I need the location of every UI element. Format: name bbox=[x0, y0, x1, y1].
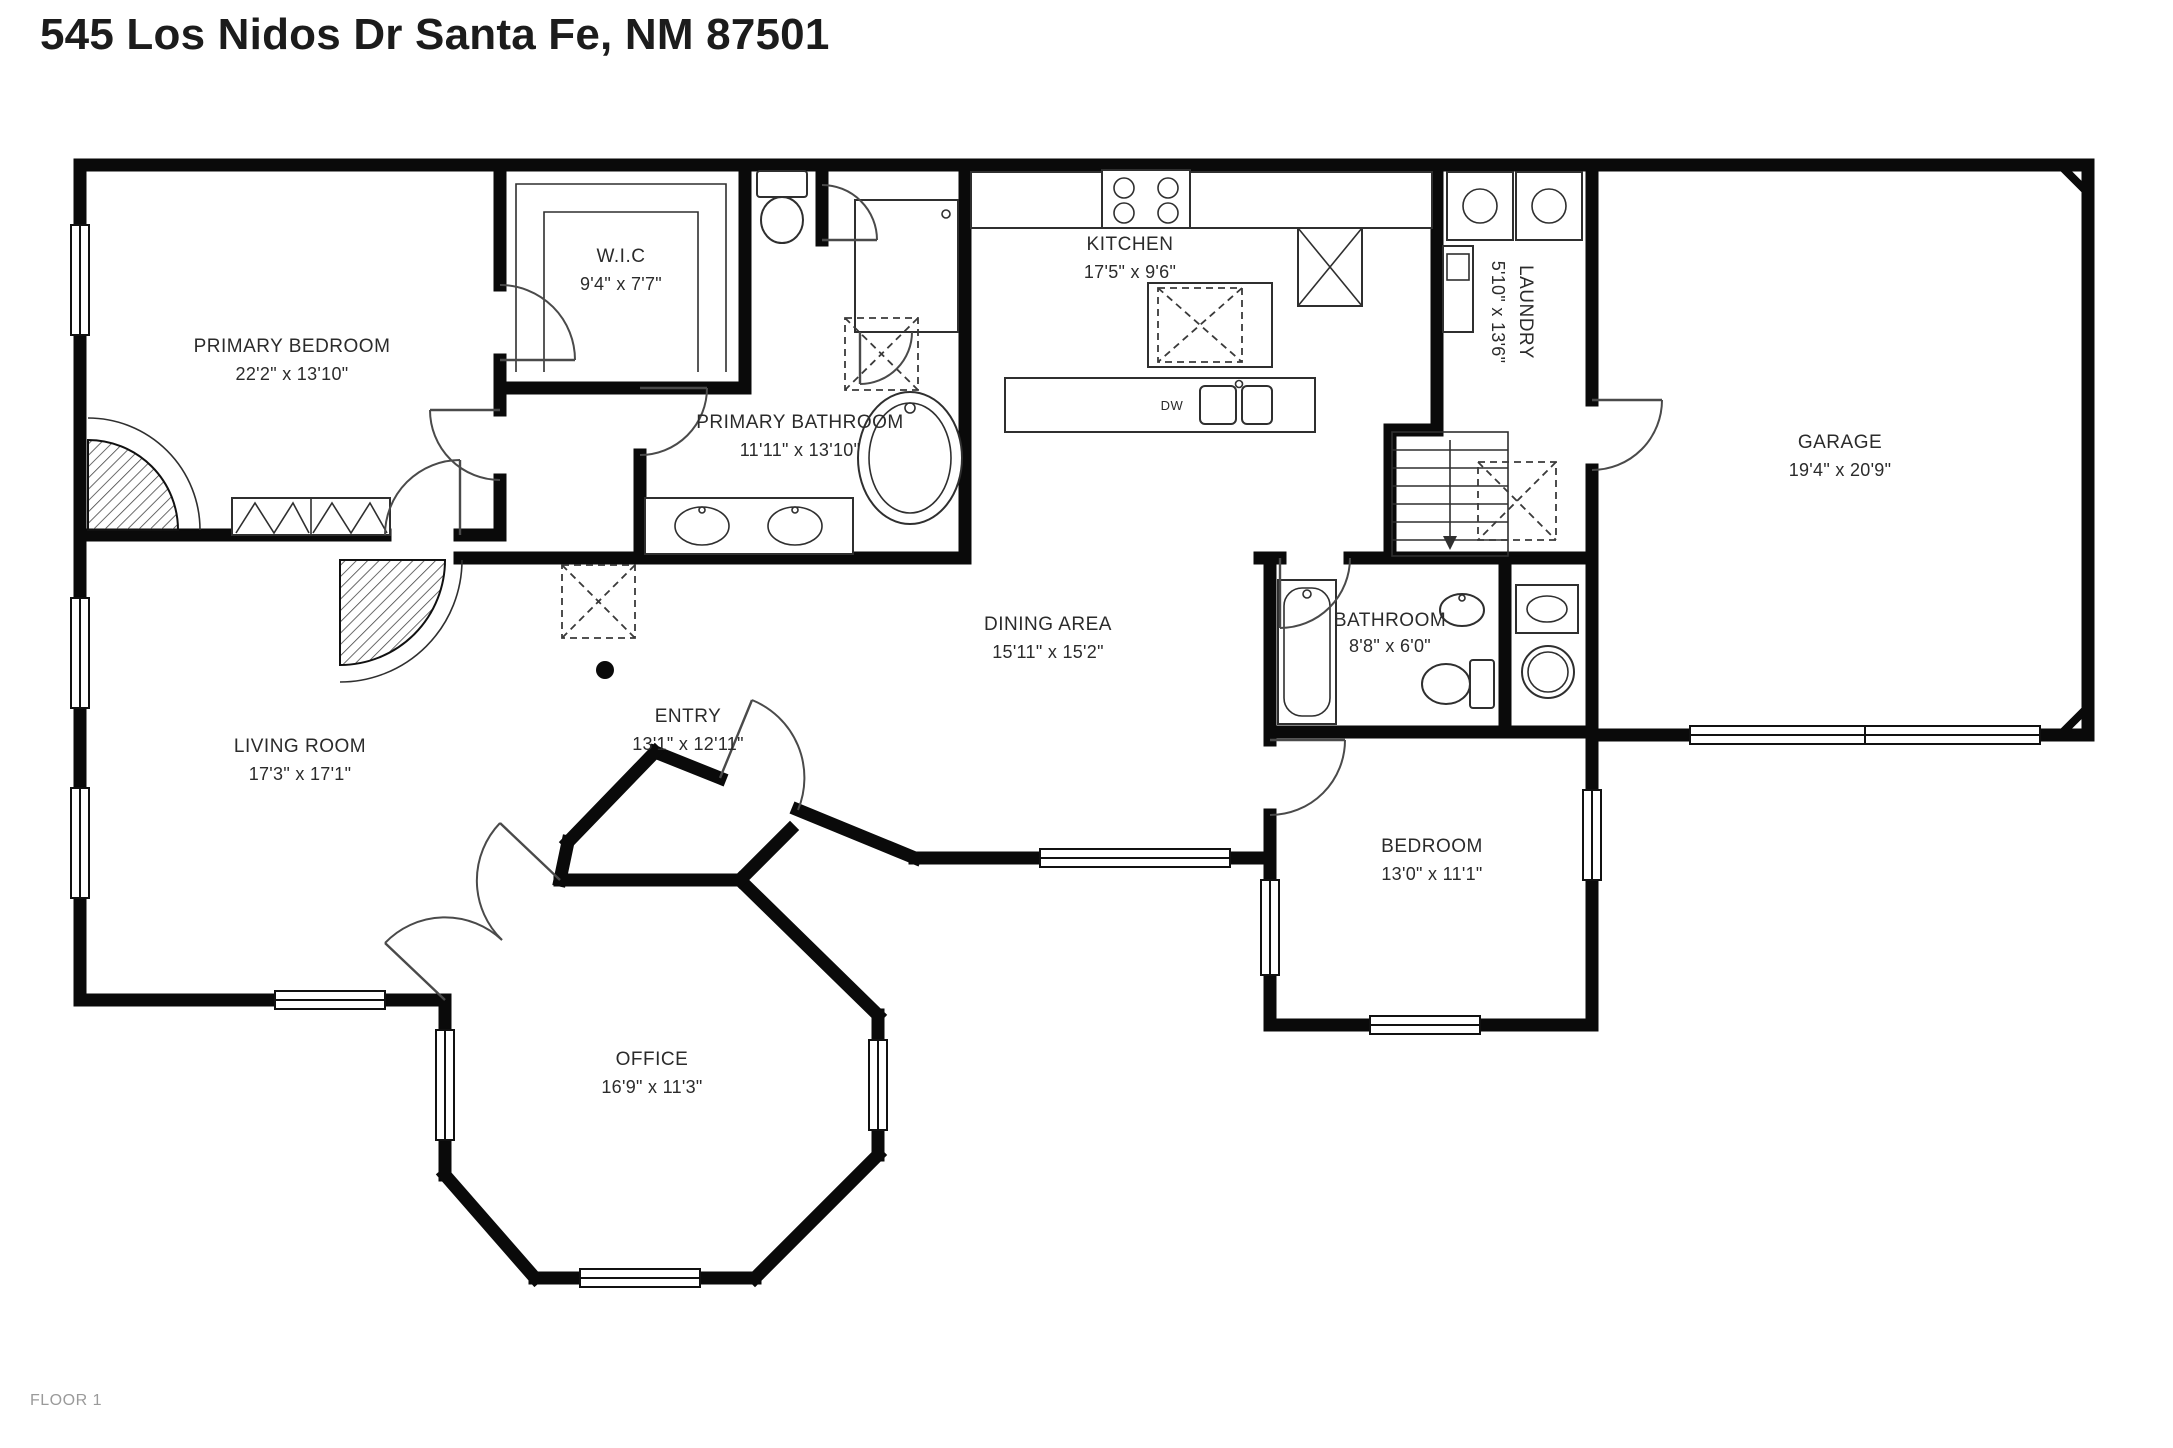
svg-text:OFFICE: OFFICE bbox=[616, 1049, 689, 1070]
door-arc bbox=[384, 916, 503, 1001]
svg-text:19'4" x 20'9": 19'4" x 20'9" bbox=[1789, 460, 1892, 480]
skylight bbox=[561, 564, 636, 639]
column-post bbox=[596, 661, 614, 679]
room-label-primary-bathroom: PRIMARY BATHROOM 11'11" x 13'10" bbox=[696, 412, 904, 460]
room-labels: PRIMARY BEDROOM 22'2" x 13'10" W.I.C 9'4… bbox=[194, 234, 1892, 1097]
svg-text:13'0" x 11'1": 13'0" x 11'1" bbox=[1381, 864, 1482, 884]
svg-text:BEDROOM: BEDROOM bbox=[1381, 836, 1483, 857]
room-label-bedroom: BEDROOM 13'0" x 11'1" bbox=[1381, 836, 1483, 884]
skylight bbox=[844, 317, 919, 391]
svg-text:LIVING ROOM: LIVING ROOM bbox=[234, 736, 366, 757]
stairs bbox=[1391, 431, 1509, 557]
svg-text:BATHROOM: BATHROOM bbox=[1334, 610, 1446, 631]
svg-text:16'9" x 11'3": 16'9" x 11'3" bbox=[601, 1077, 702, 1097]
room-label-entry: ENTRY 13'1" x 12'11" bbox=[632, 706, 744, 754]
door-arc bbox=[821, 184, 878, 242]
room-label-dining: DINING AREA 15'11" x 15'2" bbox=[984, 614, 1112, 662]
bathtub-primary bbox=[857, 391, 963, 525]
bathtub bbox=[1277, 579, 1337, 725]
skylight bbox=[1477, 461, 1557, 541]
window bbox=[1582, 789, 1602, 881]
toilet-primary bbox=[756, 170, 808, 244]
svg-text:17'5" x 9'6": 17'5" x 9'6" bbox=[1084, 262, 1176, 282]
room-label-primary-bedroom: PRIMARY BEDROOM 22'2" x 13'10" bbox=[194, 336, 391, 384]
svg-text:GARAGE: GARAGE bbox=[1798, 432, 1882, 453]
room-label-bathroom: BATHROOM 8'8" x 6'0" bbox=[1334, 610, 1446, 656]
window bbox=[70, 224, 90, 336]
shower bbox=[854, 199, 959, 333]
svg-text:5'10" x 13'6": 5'10" x 13'6" bbox=[1488, 261, 1508, 364]
room-label-garage: GARAGE 19'4" x 20'9" bbox=[1789, 432, 1892, 480]
svg-text:11'11" x 13'10": 11'11" x 13'10" bbox=[740, 440, 861, 460]
svg-text:15'11" x 15'2": 15'11" x 15'2" bbox=[992, 642, 1104, 662]
window bbox=[1369, 1015, 1481, 1035]
skylights bbox=[561, 287, 1557, 639]
vanity-double-sink bbox=[644, 497, 854, 555]
door-arc bbox=[718, 699, 806, 811]
svg-text:W.I.C: W.I.C bbox=[597, 246, 646, 267]
svg-text:DINING AREA: DINING AREA bbox=[984, 614, 1112, 635]
kitchen-sink bbox=[1199, 379, 1273, 425]
kitchen-counter bbox=[970, 171, 1433, 229]
svg-text:9'4" x 7'7": 9'4" x 7'7" bbox=[580, 274, 662, 294]
svg-text:8'8" x 6'0": 8'8" x 6'0" bbox=[1349, 636, 1431, 656]
svg-text:22'2" x 13'10": 22'2" x 13'10" bbox=[236, 364, 349, 384]
door-arc bbox=[429, 408, 501, 481]
fireplace-kiva bbox=[87, 417, 201, 531]
door-arc bbox=[1269, 738, 1346, 816]
dryer bbox=[1515, 171, 1583, 241]
door-arc bbox=[384, 459, 462, 536]
window bbox=[70, 787, 90, 899]
walls bbox=[73, 158, 2095, 1288]
toilet bbox=[1421, 659, 1495, 709]
door-arc bbox=[475, 822, 561, 941]
window bbox=[435, 1029, 455, 1141]
svg-text:ENTRY: ENTRY bbox=[655, 706, 722, 727]
plan-title: 545 Los Nidos Dr Santa Fe, NM 87501 bbox=[40, 10, 830, 59]
window bbox=[1039, 848, 1231, 868]
laundry-counter bbox=[1442, 245, 1474, 333]
door-arc bbox=[858, 331, 913, 385]
svg-text:17'3" x 17'1": 17'3" x 17'1" bbox=[249, 764, 352, 784]
window bbox=[274, 990, 386, 1010]
wic-shelving bbox=[515, 183, 727, 372]
door-arc bbox=[1591, 398, 1663, 471]
doors bbox=[384, 184, 1663, 1001]
window bbox=[579, 1268, 701, 1288]
window bbox=[70, 597, 90, 709]
svg-text:PRIMARY BEDROOM: PRIMARY BEDROOM bbox=[194, 336, 391, 357]
water-heater bbox=[1521, 645, 1575, 699]
door-arc bbox=[639, 386, 708, 456]
skylight bbox=[1157, 287, 1243, 363]
window bbox=[868, 1039, 888, 1131]
window bbox=[1260, 879, 1280, 976]
svg-text:13'1" x 12'11": 13'1" x 12'11" bbox=[632, 734, 744, 754]
room-label-office: OFFICE 16'9" x 11'3" bbox=[601, 1049, 702, 1097]
svg-text:KITCHEN: KITCHEN bbox=[1087, 234, 1174, 255]
room-label-wic: W.I.C 9'4" x 7'7" bbox=[580, 246, 662, 294]
closet-bifold bbox=[231, 497, 391, 536]
refrigerator bbox=[1297, 227, 1363, 307]
sink bbox=[1439, 593, 1485, 627]
room-label-kitchen: KITCHEN 17'5" x 9'6" bbox=[1084, 234, 1176, 282]
fixtures: DW bbox=[87, 169, 1583, 725]
windows bbox=[70, 224, 2041, 1288]
cooktop bbox=[1101, 169, 1191, 229]
svg-text:PRIMARY BATHROOM: PRIMARY BATHROOM bbox=[696, 412, 904, 433]
utility-sink bbox=[1515, 584, 1579, 634]
dishwasher-label: DW bbox=[1161, 398, 1184, 413]
garage-door bbox=[1689, 725, 2041, 745]
door-arc bbox=[499, 284, 576, 362]
room-label-living: LIVING ROOM 17'3" x 17'1" bbox=[234, 736, 366, 784]
washer bbox=[1446, 171, 1514, 241]
door-arc bbox=[1278, 557, 1351, 629]
svg-text:LAUNDRY: LAUNDRY bbox=[1515, 265, 1536, 359]
floor-label: FLOOR 1 bbox=[30, 1392, 102, 1409]
fireplace bbox=[339, 559, 463, 683]
room-label-laundry: LAUNDRY 5'10" x 13'6" bbox=[1488, 261, 1536, 364]
